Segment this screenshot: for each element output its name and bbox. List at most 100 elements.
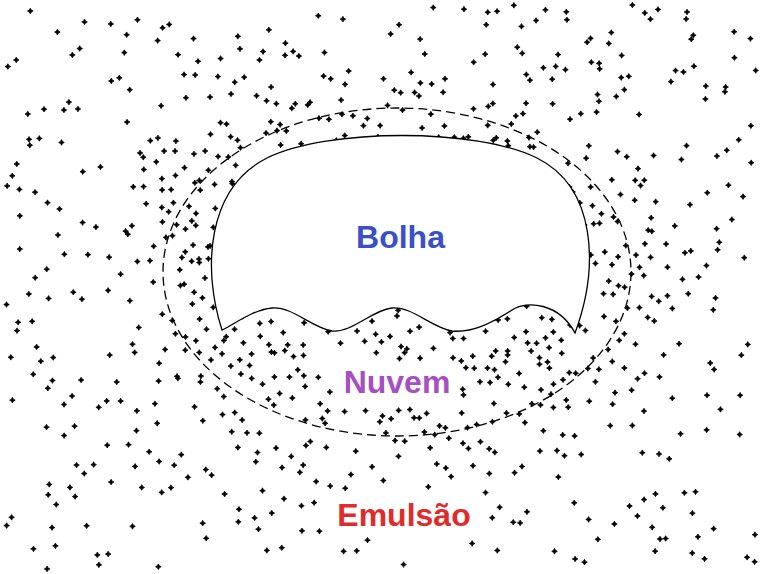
particle-dot	[160, 219, 166, 225]
particle-dot	[538, 387, 544, 393]
particle-dot	[417, 355, 423, 361]
particle-dot	[127, 87, 133, 93]
particle-dot	[408, 70, 414, 76]
particle-dot	[354, 328, 360, 334]
particle-dot	[105, 288, 111, 294]
particle-dot	[203, 536, 209, 542]
particle-dot	[135, 17, 141, 23]
particle-dot	[53, 543, 59, 549]
particle-dot	[637, 265, 643, 271]
particle-dot	[236, 506, 242, 512]
particle-dot	[192, 404, 198, 410]
particle-dot	[289, 105, 295, 111]
particle-dot	[601, 314, 607, 320]
particle-dot	[266, 27, 272, 33]
particle-dot	[553, 64, 559, 70]
particle-dot	[208, 357, 214, 363]
particle-dot	[53, 502, 59, 508]
particle-dot	[9, 173, 15, 179]
particle-dot	[106, 254, 112, 260]
particle-dot	[470, 353, 476, 359]
particle-dot	[470, 463, 476, 469]
particle-dot	[555, 52, 561, 58]
particle-dot	[549, 317, 555, 323]
particle-dot	[303, 443, 309, 449]
particle-dot	[649, 294, 655, 300]
particle-dot	[495, 548, 501, 554]
particle-dot	[141, 167, 147, 173]
particle-dot	[15, 319, 21, 325]
particle-dot	[179, 255, 185, 261]
particle-dot	[688, 248, 694, 254]
particle-dot	[200, 418, 206, 424]
particle-dot	[105, 551, 111, 557]
particle-dot	[158, 103, 164, 109]
particle-dot	[278, 142, 284, 148]
particle-dot	[108, 479, 114, 485]
particle-dot	[28, 8, 34, 14]
particle-dot	[503, 359, 509, 365]
particle-dot	[8, 354, 14, 360]
particle-dot	[74, 462, 80, 468]
particle-dot	[505, 138, 511, 144]
particle-dot	[726, 182, 732, 188]
particle-dot	[257, 321, 263, 327]
particle-dot	[527, 77, 533, 83]
particle-dot	[632, 178, 638, 184]
particle-dot	[171, 200, 177, 206]
particle-dot	[185, 475, 191, 481]
particle-dot	[711, 367, 717, 373]
particle-dot	[117, 75, 123, 81]
particle-dot	[301, 320, 307, 326]
particle-dot	[485, 9, 491, 15]
particle-dot	[324, 445, 330, 451]
particle-dot	[537, 361, 543, 367]
particle-dot	[189, 218, 195, 224]
particle-dot	[572, 556, 578, 562]
particle-dot	[638, 183, 644, 189]
particle-dot	[545, 359, 551, 365]
particle-dot	[630, 423, 636, 429]
particle-dot	[292, 101, 298, 107]
particle-dot	[418, 80, 424, 86]
particle-dot	[551, 381, 557, 387]
particle-dot	[134, 408, 140, 414]
particle-dot	[495, 374, 501, 380]
particle-dot	[365, 116, 371, 122]
particle-dot	[469, 541, 475, 547]
particle-dot	[183, 226, 189, 232]
particle-dot	[434, 461, 440, 467]
particle-dot	[327, 483, 333, 489]
particle-dot	[206, 167, 212, 173]
particle-dot	[362, 339, 368, 345]
particle-dot	[338, 340, 344, 346]
particle-dot	[656, 451, 662, 457]
particle-dot	[143, 201, 149, 207]
particle-dot	[641, 497, 647, 503]
particle-dot	[665, 293, 671, 299]
particle-dot	[609, 30, 615, 36]
particle-dot	[748, 123, 754, 129]
particle-dot	[202, 275, 208, 281]
particle-dot	[511, 3, 517, 9]
particle-dot	[130, 184, 136, 190]
particle-dot	[31, 546, 37, 552]
particle-dot	[753, 68, 759, 74]
particle-dot	[489, 353, 495, 359]
particle-dot	[601, 291, 607, 297]
particle-dot	[137, 150, 143, 156]
particle-dot	[171, 462, 177, 468]
particle-dot	[125, 231, 131, 237]
particle-dot	[300, 462, 306, 468]
particle-dot	[363, 408, 369, 414]
particle-dot	[673, 68, 679, 74]
particle-dot	[558, 337, 564, 343]
particle-dot	[397, 356, 403, 362]
particle-dot	[214, 386, 220, 392]
particle-dot	[130, 341, 136, 347]
particle-dot	[407, 328, 413, 334]
particle-dot	[546, 345, 552, 351]
particle-dot	[343, 485, 349, 491]
particle-dot	[257, 334, 263, 340]
particle-dot	[197, 350, 203, 356]
